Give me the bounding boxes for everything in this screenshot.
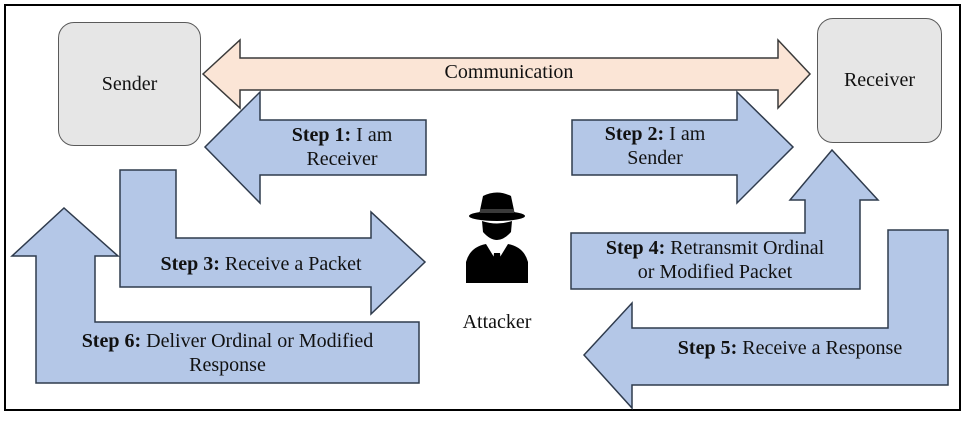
step6-label: Step 6: xyxy=(81,330,142,352)
sender-label: Sender xyxy=(101,72,158,95)
communication-arrow xyxy=(201,38,812,110)
step2-line1: I am xyxy=(669,123,706,145)
step2-label: Step 2: xyxy=(604,123,665,145)
step2-line2: Sender xyxy=(627,147,683,169)
receiver-label: Receiver xyxy=(843,69,916,91)
step1-line1: I am xyxy=(356,124,393,146)
step5-label: Step 5: xyxy=(677,337,738,359)
step6-line1: Deliver Ordinal or Modified xyxy=(146,330,374,352)
receiver-node: Receiver xyxy=(817,18,942,143)
hat-spy-icon xyxy=(466,192,528,283)
step1-line2: Receiver xyxy=(306,148,378,170)
step4-line1: Retransmit Ordinal xyxy=(670,237,825,259)
communication-label: Communication xyxy=(444,61,574,83)
step4-arrow xyxy=(570,148,880,290)
outer-frame xyxy=(4,4,961,411)
step6-text: Step 6: Deliver Ordinal or Modified Resp… xyxy=(38,329,417,377)
step3-text: Step 3: Receive a Packet xyxy=(122,252,400,276)
step5-line1: Receive a Response xyxy=(742,337,903,359)
attacker-label: Attacker xyxy=(462,311,532,333)
step6-line2: Response xyxy=(189,354,266,376)
sender-node: Sender xyxy=(58,22,201,146)
step5-arrow xyxy=(582,229,949,410)
step3-arrow xyxy=(119,169,427,316)
step4-label: Step 4: xyxy=(605,237,666,259)
step1-text: Step 1: I am Receiver xyxy=(258,123,426,171)
step3-line1: Receive a Packet xyxy=(224,253,362,275)
step2-text: Step 2: I am Sender xyxy=(572,122,738,170)
step5-text: Step 5: Receive a Response xyxy=(634,336,946,360)
step4-text: Step 4: Retransmit Ordinal or Modified P… xyxy=(573,236,857,284)
step6-arrow xyxy=(10,206,420,384)
step2-arrow xyxy=(571,90,795,205)
step3-label: Step 3: xyxy=(160,253,220,275)
step1-arrow xyxy=(203,90,427,205)
step1-label: Step 1: xyxy=(291,124,352,146)
step4-line2: or Modified Packet xyxy=(637,261,793,283)
